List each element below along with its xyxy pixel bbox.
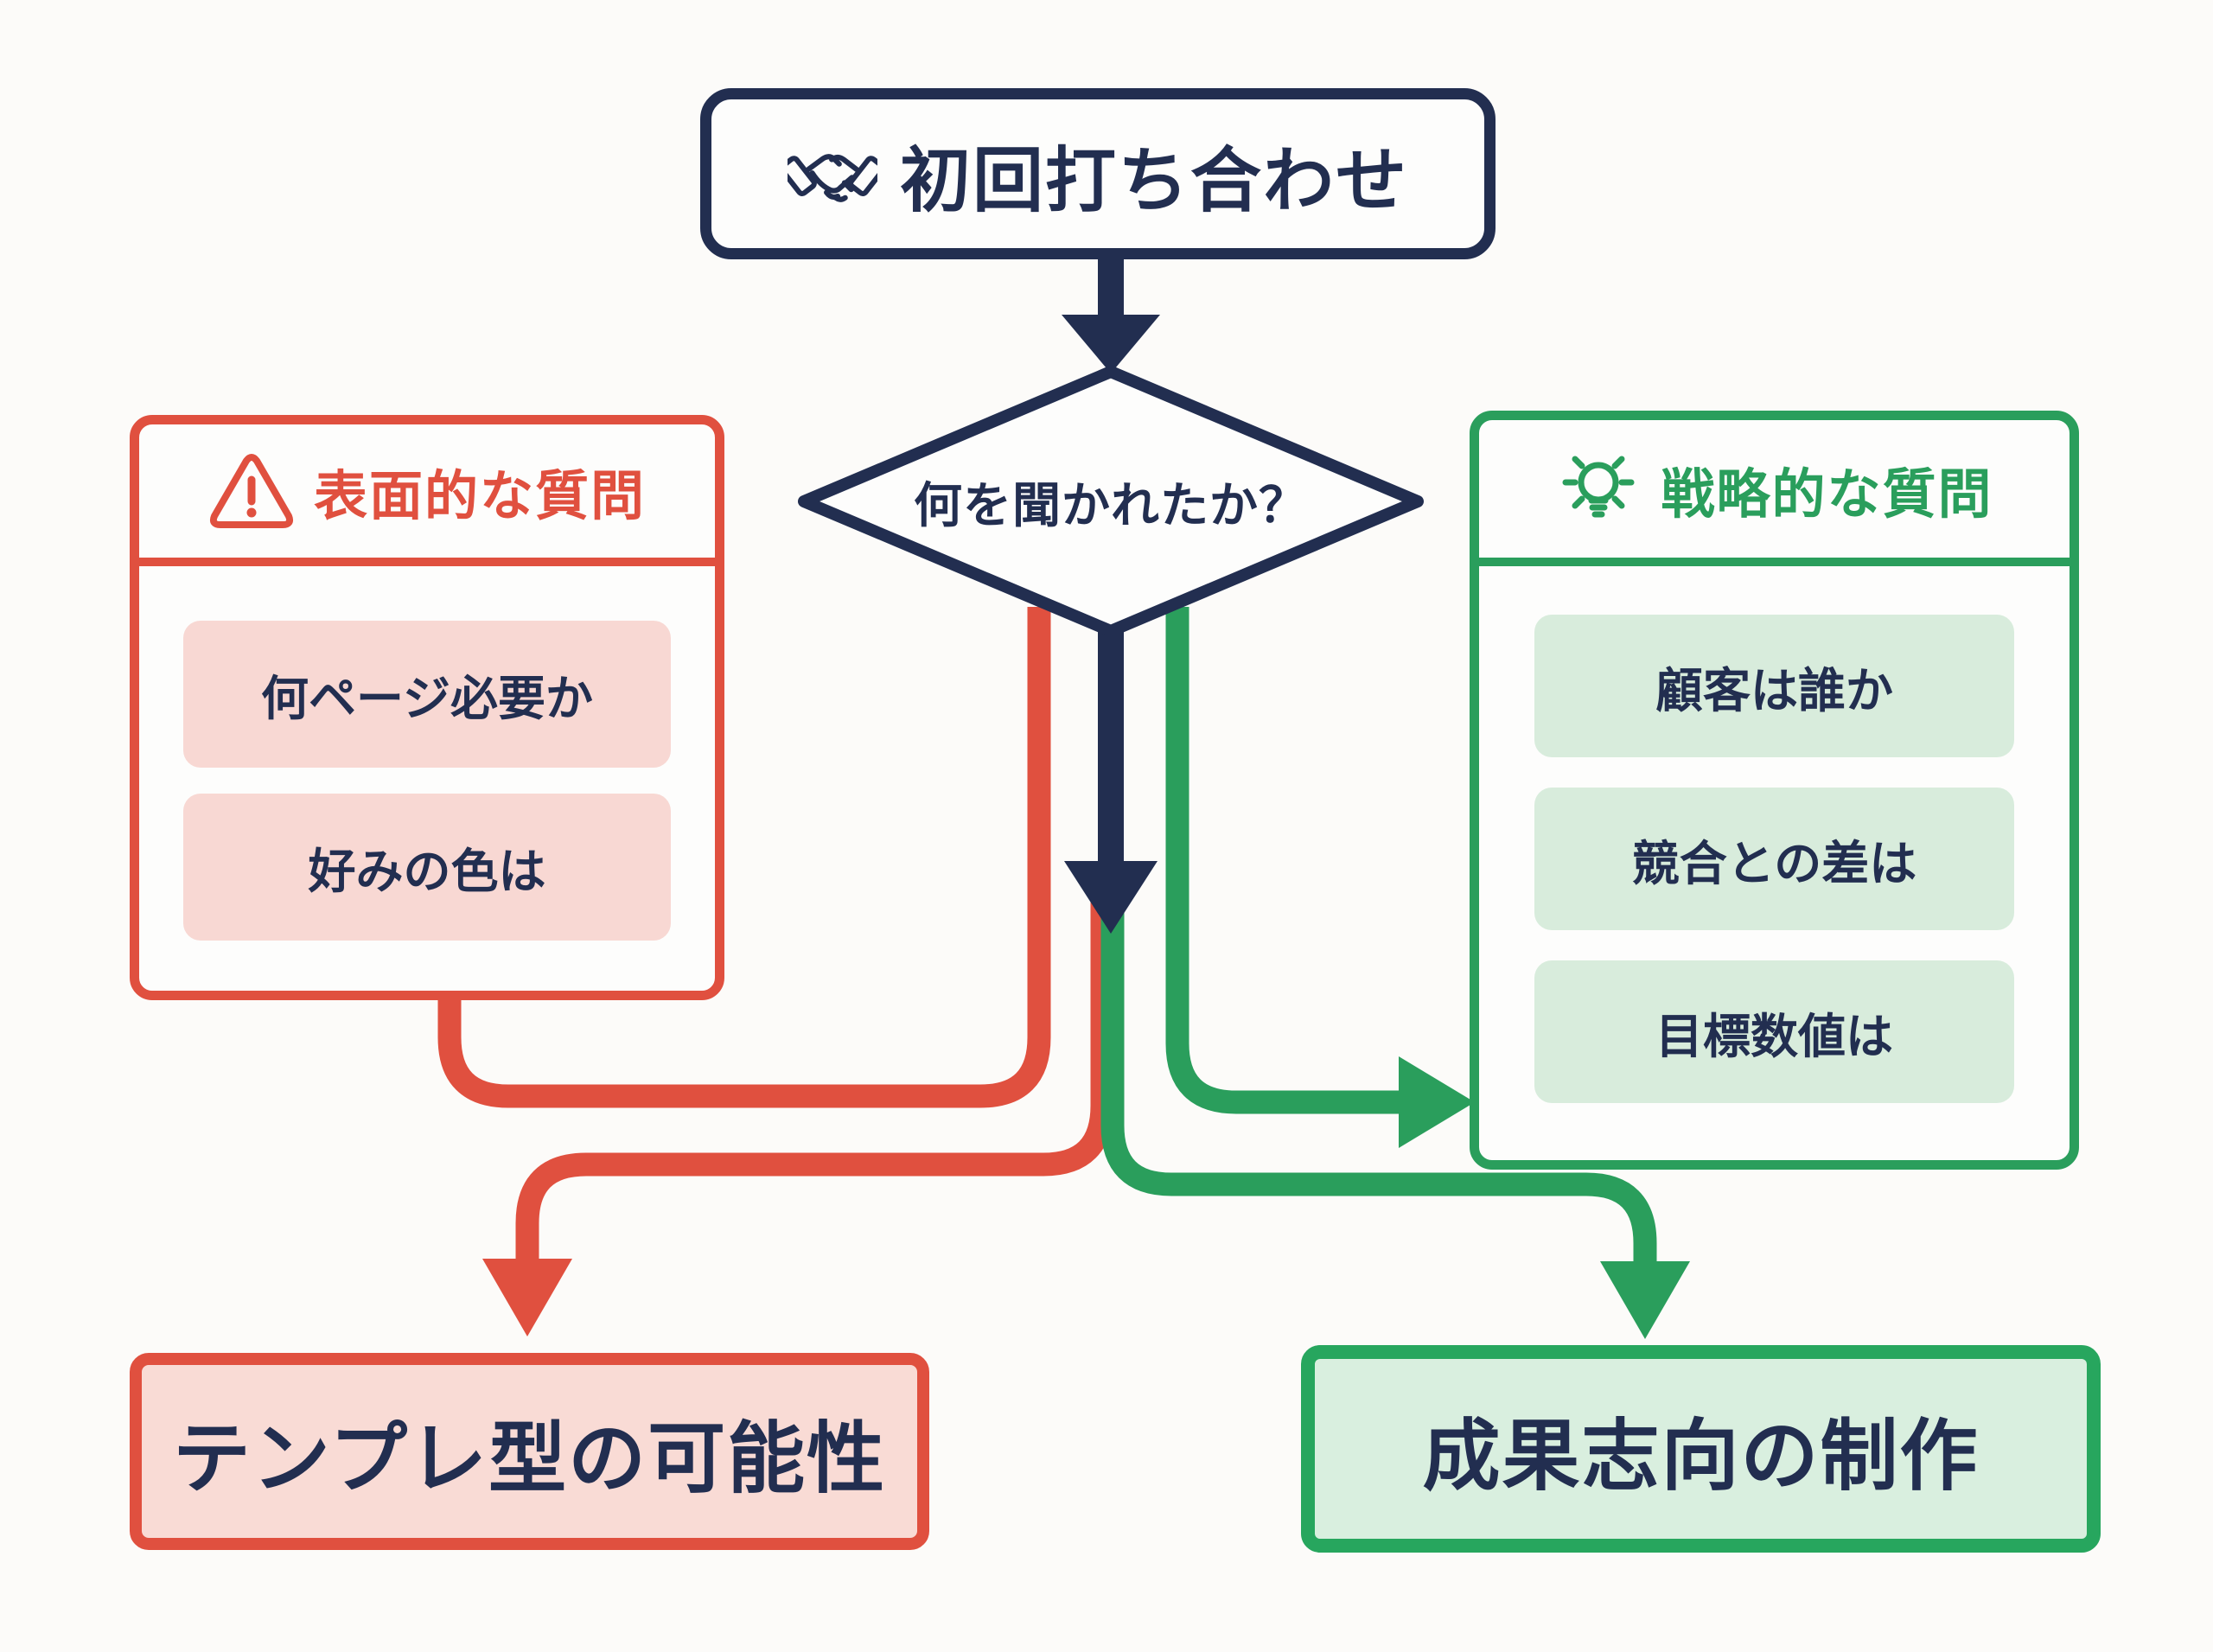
start-node: 初回打ち合わせ — [700, 88, 1496, 259]
template-result-node: テンプレ型の可能性 — [130, 1353, 929, 1550]
surface-questions-title: 表面的な質問 — [313, 467, 646, 526]
strategic-question-item: 目標数値は — [1534, 960, 2014, 1103]
lightbulb-icon — [1562, 456, 1635, 517]
green-arrowhead-down — [1600, 1261, 1690, 1339]
strategic-questions-box: 戦略的な質問 顧客は誰か 競合との差は 目標数値は — [1470, 411, 2079, 1170]
green-connector-to-result-production — [1100, 864, 1657, 1266]
strategic-question-item: 競合との差は — [1534, 788, 2014, 930]
decision-diamond — [798, 366, 1424, 637]
surface-questions-header: 表面的な質問 — [139, 424, 715, 566]
navy-arrowhead-down — [1064, 861, 1158, 934]
green-arrowhead-right — [1399, 1056, 1475, 1148]
red-arrowhead-down — [482, 1259, 572, 1336]
red-connector-to-template-result — [515, 864, 1114, 1264]
navy-arrowhead-to-decision — [1062, 315, 1160, 373]
handshake-icon — [787, 154, 877, 202]
surface-question-item: 好みの色は — [183, 794, 671, 941]
strategic-questions-title: 戦略的な質問 — [1661, 464, 1993, 525]
green-connector-to-strategic-box — [1165, 607, 1400, 1114]
outcome-result-label: 成果志向の制作 — [1422, 1413, 1980, 1500]
strategic-question-item: 顧客は誰か — [1534, 615, 2014, 757]
strategic-questions-header: 戦略的な質問 — [1479, 420, 2070, 566]
start-label: 初回打ち合わせ — [899, 141, 1408, 220]
surface-questions-box: 表面的な質問 何ページ必要か 好みの色は — [130, 415, 724, 1000]
warning-icon — [209, 454, 294, 528]
red-connector-to-surface-box — [437, 607, 1051, 1108]
outcome-result-node: 成果志向の制作 — [1301, 1345, 2101, 1553]
template-result-label: テンプレ型の可能性 — [172, 1416, 887, 1502]
decision-label: 何を聞かれたか？ — [914, 477, 1308, 533]
surface-question-item: 何ページ必要か — [183, 621, 671, 768]
